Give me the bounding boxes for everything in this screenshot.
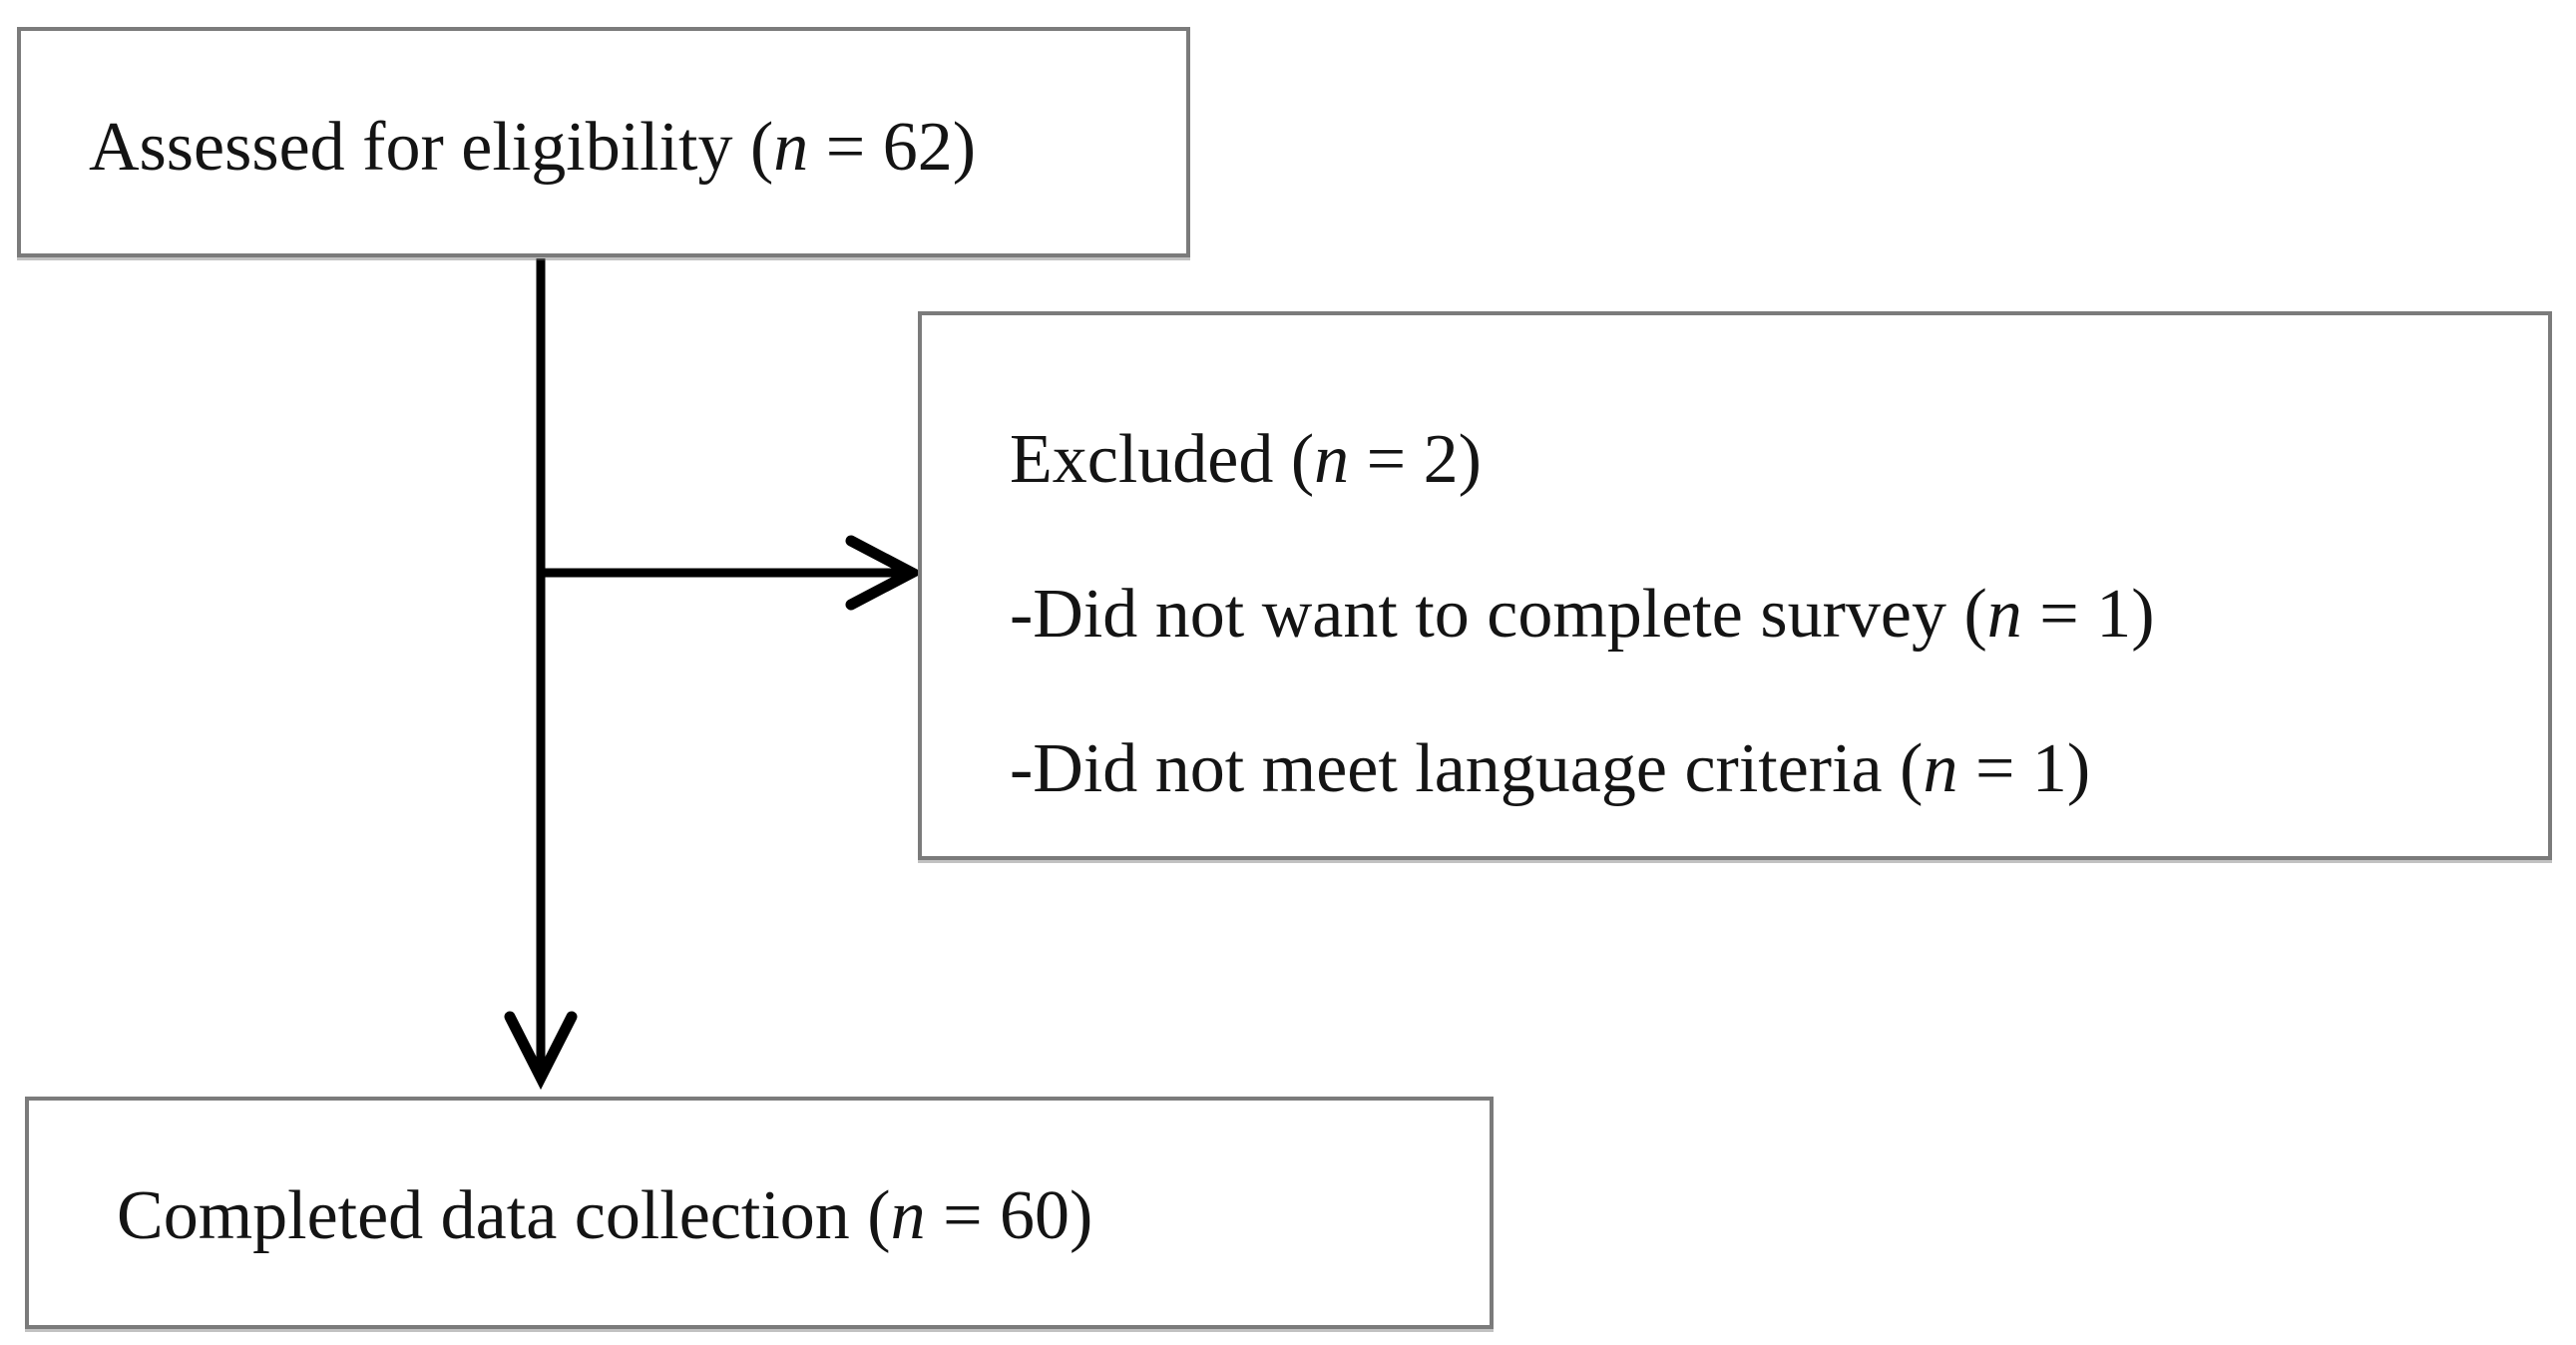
assessed-label-var: n [773,108,809,186]
completed-label: Completed data collection (n = 60) [117,1172,1092,1260]
excluded-reason-1-pre: -Did not want to complete survey ( [1010,576,1987,653]
excluded-title: Excluded (n = 2) [1010,416,2528,504]
excluded-reason-1: -Did not want to complete survey (n = 1) [1010,571,2528,659]
completed-label-pre: Completed data collection ( [117,1176,891,1254]
excluded-reason-2: -Did not meet language criteria (n = 1) [1010,725,2528,813]
completed-box: Completed data collection (n = 60) [25,1097,1494,1329]
down-arrow [504,258,578,1091]
excluded-title-pre: Excluded ( [1010,421,1315,498]
right-arrow-head-icon [845,535,924,611]
excluded-reason-2-var: n [1923,730,1958,807]
excluded-reason-1-post: = 1) [2021,576,2155,653]
assessed-label-pre: Assessed for eligibility ( [89,108,774,186]
down-arrow-head-icon [504,1011,578,1091]
excluded-title-var: n [1314,421,1350,498]
assessed-label: Assessed for eligibility (n = 62) [89,104,976,192]
assessed-box: Assessed for eligibility (n = 62) [17,27,1190,257]
completed-label-post: = 60) [925,1176,1093,1254]
excluded-reason-2-post: = 1) [1957,730,2091,807]
excluded-reason-1-var: n [1986,576,2022,653]
assessed-label-post: = 62) [808,108,977,186]
excluded-reason-2-pre: -Did not meet language criteria ( [1010,730,1924,807]
completed-label-var: n [890,1176,926,1254]
excluded-box: Excluded (n = 2) -Did not want to comple… [918,311,2552,860]
right-arrow [541,535,924,611]
excluded-title-post: = 2) [1349,421,1482,498]
